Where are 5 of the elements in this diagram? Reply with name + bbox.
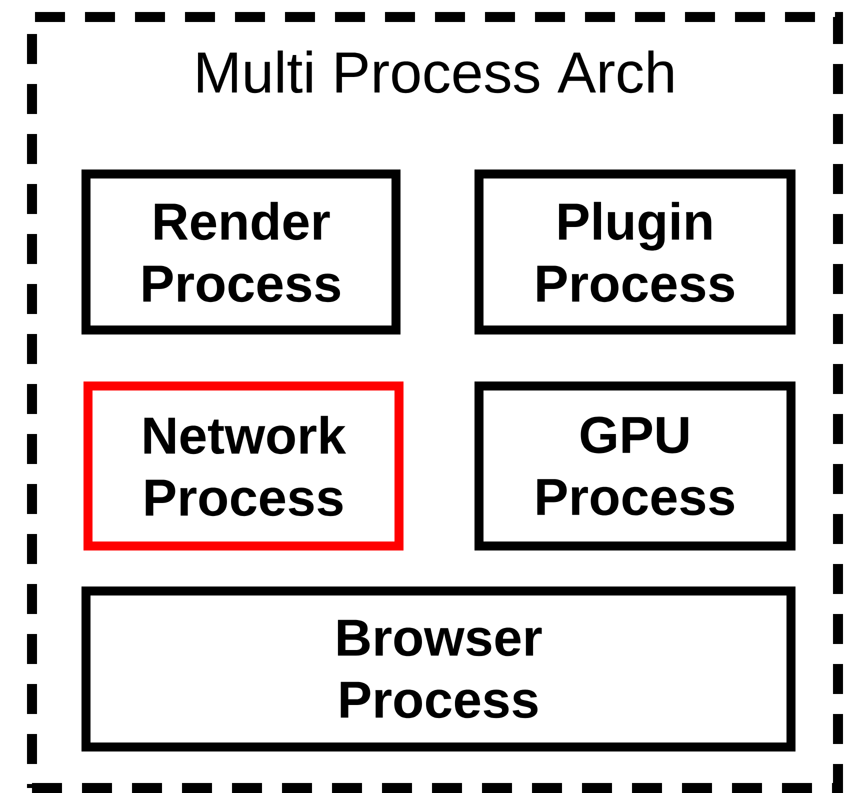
process-box: Plugin Process bbox=[474, 170, 796, 334]
process-box: Browser Process bbox=[82, 586, 796, 752]
process-box: Render Process bbox=[82, 170, 400, 334]
process-box: GPU Process bbox=[474, 382, 796, 550]
process-box: Network Process bbox=[84, 382, 404, 550]
